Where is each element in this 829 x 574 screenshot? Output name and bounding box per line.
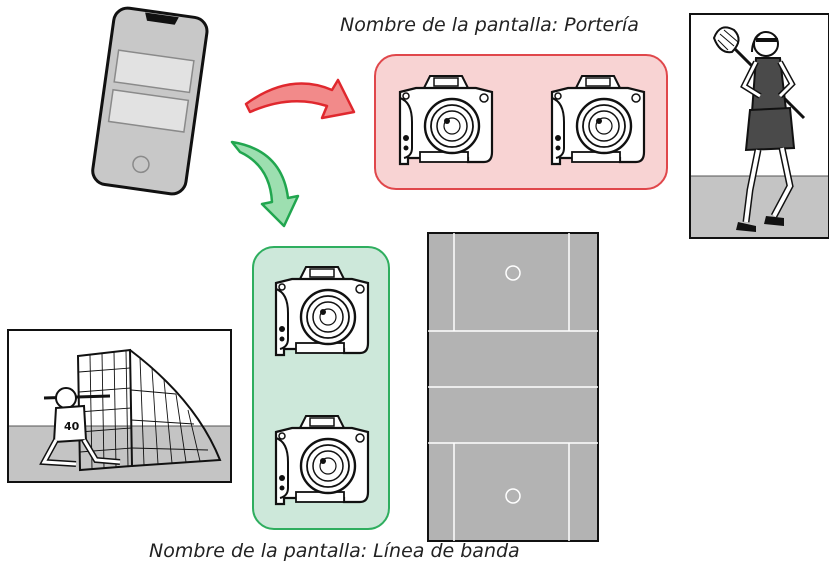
goal-group-cameras xyxy=(398,74,646,166)
goal-screen-name-caption: Nombre de la pantalla: Portería xyxy=(340,14,639,36)
sideline-screen-name-caption: Nombre de la pantalla: Línea de banda xyxy=(149,540,520,562)
goalie-image: 40 xyxy=(7,329,232,483)
phone-icon xyxy=(91,6,209,196)
jersey-number: 40 xyxy=(64,420,80,433)
lacrosse-player-image xyxy=(689,13,829,239)
sideline-group-cameras xyxy=(274,265,370,506)
camera-icon xyxy=(398,74,494,166)
camera-icon xyxy=(550,74,646,166)
red-curved-arrow-icon xyxy=(244,78,356,120)
green-curved-arrow-icon xyxy=(230,140,300,228)
camera-icon xyxy=(274,265,370,357)
camera-icon xyxy=(274,414,370,506)
lacrosse-field-map xyxy=(427,232,599,542)
